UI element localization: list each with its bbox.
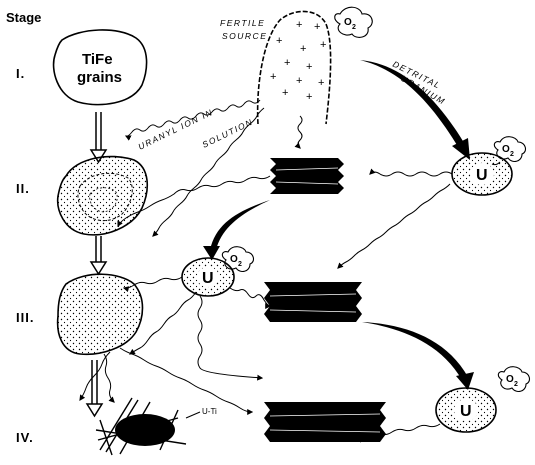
svg-text:+: + [320,39,326,51]
svg-text:O: O [230,254,238,265]
transport-arrow-lower [362,322,474,390]
oxygen-cloud-source: O 2 [334,6,373,38]
svg-text:+: + [270,71,276,83]
transport-arrow-upper [203,200,270,260]
svg-text:+: + [306,91,312,103]
svg-text:O: O [344,17,352,28]
uranium-grain-middle: U [181,257,235,297]
oxygen-cloud-detrital: O 2 [493,136,527,163]
uranium-grain-detrital: U [451,152,513,196]
stage-label-2: II. [16,181,30,196]
u-ti-mineral-stage-4: U-Ti [95,397,217,456]
altered-grain-stage-2 [56,155,149,236]
svg-text:2: 2 [514,381,518,388]
svg-text:O: O [502,144,510,155]
stage-heading: Stage [6,10,41,25]
svg-text:+: + [306,61,312,73]
svg-text:U: U [202,270,214,287]
svg-text:U: U [460,403,472,420]
stage-arrow-2-3 [89,236,108,276]
fertile-source: ++ +++ ++ ++ +++ FERTILE SOURCE [220,10,332,125]
stage-label-3: III. [16,310,34,325]
tife-label-line1: TiFe [82,51,113,68]
fertile-source-line1: FERTILE [220,18,265,28]
deposit-bar-middle [264,282,362,322]
stage-label-1: I. [16,66,25,81]
deposit-bar-lower [264,402,386,442]
svg-text:+: + [282,87,288,99]
fertile-source-line2: SOURCE [222,31,267,41]
tife-grain-stage-1: TiFe grains [52,29,148,106]
deposit-bar-upper [270,158,344,194]
wavy-transport-lines [79,99,501,443]
uranyl-label-line2: SOLUTION [200,117,254,150]
oxygen-cloud-middle: O 2 [221,246,255,273]
svg-text:+: + [276,35,282,47]
svg-text:2: 2 [238,261,242,268]
svg-text:+: + [300,43,306,55]
svg-text:+: + [296,19,302,31]
svg-text:+: + [284,57,290,69]
leucoxene-grain-stage-3 [56,273,144,356]
svg-text:2: 2 [510,151,514,158]
u-ti-label: U-Ti [202,407,217,416]
stage-arrow-3-4 [85,360,104,418]
oxygen-cloud-lower: O 2 [497,366,531,393]
svg-text:2: 2 [352,24,356,31]
svg-text:+: + [314,21,320,33]
svg-text:U: U [476,167,488,184]
detrital-uranium-arrow [360,60,470,160]
svg-text:O: O [506,374,514,385]
stage-label-4: IV. [16,430,34,445]
svg-text:+: + [296,75,302,87]
svg-text:+: + [318,77,324,89]
stage-arrow-1-2 [89,112,108,164]
uranium-grain-lower: U [435,387,497,433]
tife-label-line2: grains [77,69,122,86]
